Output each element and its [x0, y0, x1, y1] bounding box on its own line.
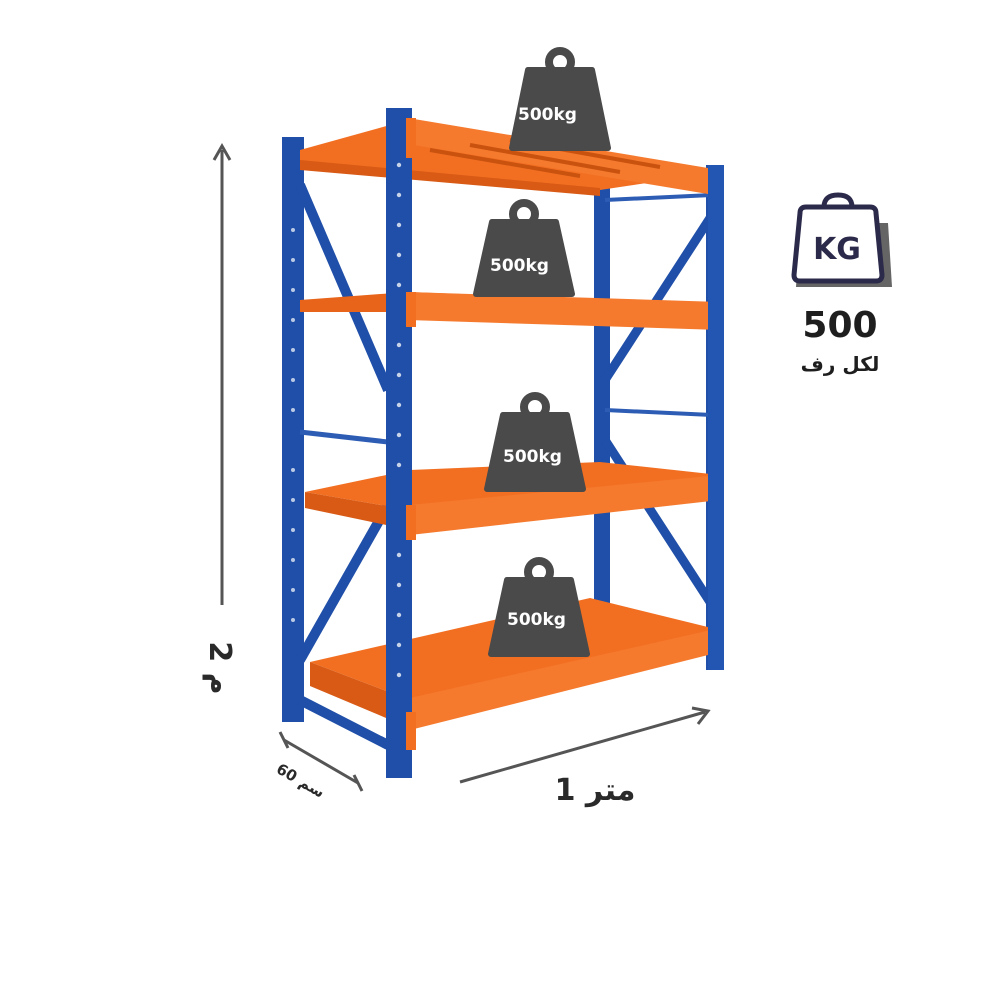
weight-label: 500kg	[503, 447, 562, 467]
left-tie-bottom	[297, 695, 391, 750]
depth-dimension: 60 سم	[273, 731, 364, 802]
weight-icon-shelf-1: 500kg	[509, 47, 611, 151]
kg-scale-icon: KG	[791, 192, 892, 287]
left-rear-upright	[282, 137, 304, 722]
left-side-frame	[282, 137, 393, 750]
back-frame	[594, 165, 724, 670]
capacity-caption: لكل رف	[800, 352, 880, 376]
height-dimension: 2 م	[202, 142, 237, 695]
weight-label: 500kg	[507, 610, 566, 630]
front-left-upright	[386, 108, 412, 778]
back-inner-upright	[594, 185, 610, 605]
kg-badge-text: KG	[813, 232, 861, 267]
weight-icon-shelf-2: 500kg	[473, 199, 575, 297]
weight-label: 500kg	[518, 105, 577, 125]
weight-icon-shelf-3: 500kg	[484, 392, 586, 492]
weight-icon-shelf-4: 500kg	[488, 557, 590, 657]
width-arrow	[459, 710, 706, 784]
left-brace-upper	[295, 183, 393, 392]
left-tie-mid	[299, 429, 389, 445]
width-label: 1 متر	[555, 773, 636, 808]
depth-label: 60 سم	[273, 760, 328, 802]
left-brace-lower	[295, 502, 393, 663]
capacity-value: 500	[802, 305, 878, 346]
back-tie-top	[604, 193, 713, 202]
front-right-upright	[708, 165, 724, 670]
depth-arrow	[283, 738, 359, 785]
back-brace-upper	[601, 212, 716, 383]
back-tie-mid	[604, 408, 713, 417]
width-dimension: 1 متر	[459, 706, 711, 808]
height-label: 2 م	[202, 641, 237, 694]
front-frame	[386, 108, 724, 778]
weight-label: 500kg	[490, 256, 549, 276]
shelf-1	[300, 118, 720, 196]
